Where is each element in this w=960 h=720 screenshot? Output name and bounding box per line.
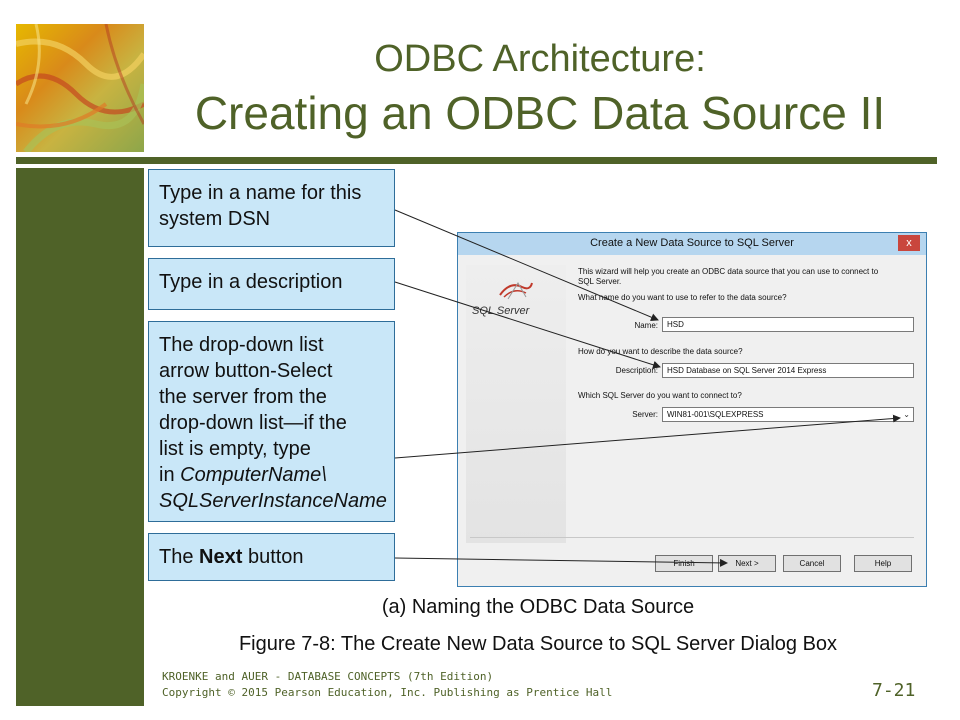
chevron-down-icon[interactable]: ⌄ [903,410,910,419]
footer-line1: KROENKE and AUER - DATABASE CONCEPTS (7t… [162,670,494,683]
server-label: Server: [632,410,658,419]
dialog-logo-panel: SQL Server [466,265,566,543]
callout-dropdown-computername: ComputerName\ [180,464,327,486]
page-number: 7-21 [872,680,916,701]
server-value: WIN81-001\SQLEXPRESS [667,410,764,419]
callout-dropdown-line: in ComputerName\ [159,462,384,488]
help-button[interactable]: Help [854,555,912,572]
callout-dropdown-line: SQLServerInstanceName [159,488,387,514]
dialog-separator [470,537,914,538]
name-label: Name: [634,321,658,330]
callout-dropdown-line: list is empty, type [159,438,311,460]
figure-caption: Figure 7-8: The Create New Data Source t… [238,633,838,655]
close-icon[interactable]: x [898,235,920,251]
callout-dropdown-line: drop-down list—if the [159,412,347,434]
callout-dropdown: The drop-down list arrow button-Select t… [148,321,395,522]
callout-dropdown-line: the server from the [159,386,327,408]
callout-name-line: system DSN [159,208,271,230]
footer-line2: Copyright © 2015 Pearson Education, Inc.… [162,686,613,699]
intro-line1: This wizard will help you create an ODBC… [578,267,879,276]
title-divider [16,157,937,164]
sql-server-logo-text: SQL Server [472,305,530,317]
question-name: What name do you want to use to refer to… [578,293,787,302]
intro-line2: SQL Server. [578,277,622,286]
dialog-title: Create a New Data Source to SQL Server [590,237,794,249]
next-button[interactable]: Next > [718,555,776,572]
dialog-titlebar: Create a New Data Source to SQL Server x [458,233,926,255]
cancel-button[interactable]: Cancel [783,555,841,572]
callout-next-bold: Next [199,546,243,568]
sql-server-logo-icon [499,282,533,300]
description-label: Description: [615,366,658,375]
callout-name-line: Type in a name for this [159,182,362,204]
server-dropdown[interactable]: WIN81-001\SQLEXPRESS ⌄ [662,407,914,422]
sql-server-dialog: Create a New Data Source to SQL Server x… [457,232,927,587]
callout-name: Type in a name for this system DSN [148,169,395,247]
callout-dropdown-in: in [159,464,181,486]
callout-next: The Next button [148,533,395,581]
callout-dropdown-instancename: SQLServerInstanceName [159,490,387,512]
question-description: How do you want to describe the data sou… [578,347,743,356]
left-sidebar-bar [16,168,144,706]
slide-title-line1: ODBC Architecture: [374,38,706,80]
callout-description-line: Type in a description [159,271,343,293]
callout-next-prefix: The [159,546,200,568]
callout-next-suffix: button [242,546,304,568]
image-caption: (a) Naming the ODBC Data Source [381,596,695,618]
name-field[interactable]: HSD [662,317,914,332]
slide-title-line2: Creating an ODBC Data Source II [194,87,886,139]
callout-dropdown-line: arrow button-Select [159,360,333,382]
description-field[interactable]: HSD Database on SQL Server 2014 Express [662,363,914,378]
callout-description: Type in a description [148,258,395,310]
callout-dropdown-line: The drop-down list [159,334,324,356]
question-server: Which SQL Server do you want to connect … [578,391,742,400]
textured-logo-image [16,24,144,152]
footer-credit: KROENKE and AUER - DATABASE CONCEPTS (7t… [162,669,612,701]
finish-button[interactable]: Finish [655,555,713,572]
